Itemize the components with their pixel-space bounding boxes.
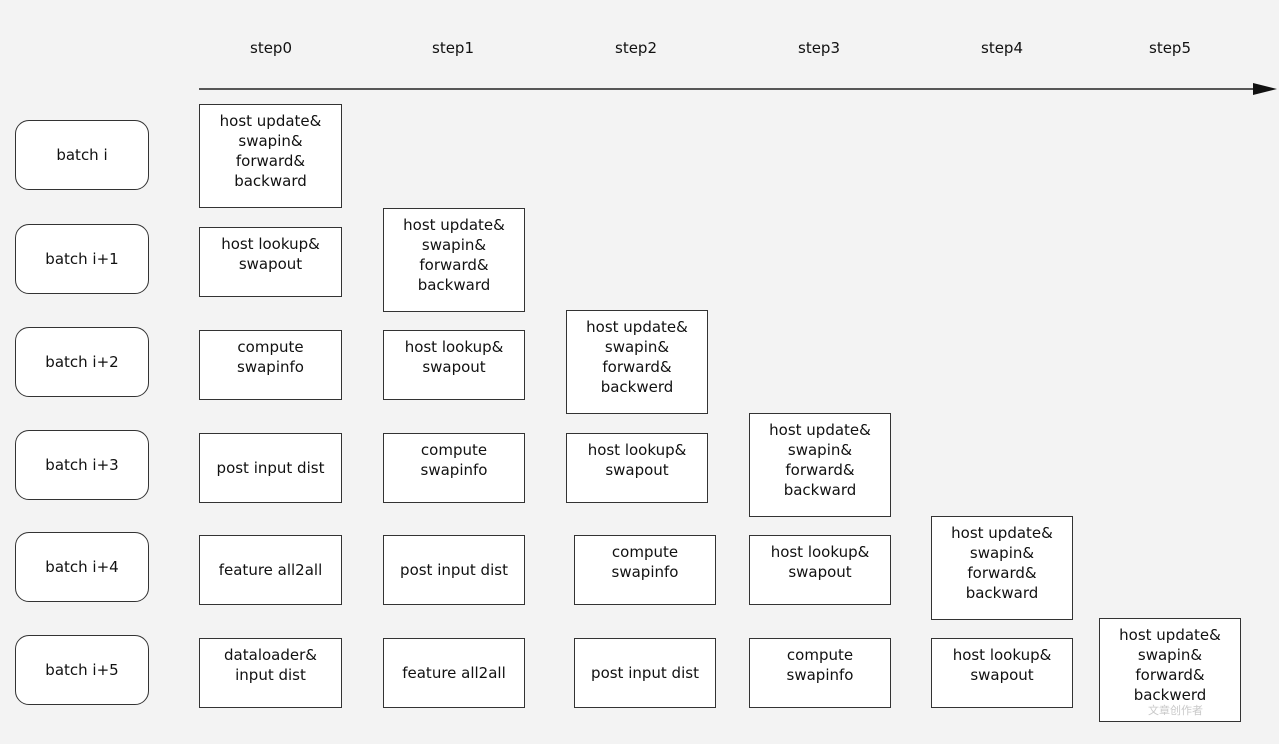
task-text: host lookup& swapout xyxy=(221,235,320,273)
step-label-5: step5 xyxy=(1149,39,1191,57)
task-box: feature all2all xyxy=(199,535,342,605)
task-box: host update& swapin& forward& backward xyxy=(931,516,1073,620)
task-text: host lookup& swapout xyxy=(587,441,687,479)
task-box: host update& swapin& forward& backward xyxy=(383,208,525,312)
task-text: feature all2all xyxy=(402,664,506,682)
task-text: dataloader& input dist xyxy=(224,646,317,684)
task-box: dataloader& input dist xyxy=(199,638,342,708)
task-text: post input dist xyxy=(216,459,325,477)
task-text: feature all2all xyxy=(218,561,323,579)
batch-label-5: batch i+5 xyxy=(15,635,149,705)
task-box: host update& swapin& forward& backward xyxy=(749,413,891,517)
step-label-0: step0 xyxy=(250,39,292,57)
task-text: post input dist xyxy=(400,561,508,579)
task-text: compute swapinfo xyxy=(420,441,488,479)
task-text: host update& swapin& forward& backward xyxy=(951,524,1053,602)
step-label-2: step2 xyxy=(615,39,657,57)
batch-label-4: batch i+4 xyxy=(15,532,149,602)
task-box: post input dist xyxy=(383,535,525,605)
task-box: compute swapinfo xyxy=(383,433,525,503)
task-text: compute swapinfo xyxy=(786,646,854,684)
batch-label-1: batch i+1 xyxy=(15,224,149,294)
task-text: host lookup& swapout xyxy=(404,338,504,376)
task-text: compute swapinfo xyxy=(237,338,304,376)
task-box: host lookup& swapout xyxy=(199,227,342,297)
task-box: compute swapinfo xyxy=(749,638,891,708)
task-text: host update& swapin& forward& backward xyxy=(403,216,505,294)
batch-label-2: batch i+2 xyxy=(15,327,149,397)
step-label-3: step3 xyxy=(798,39,840,57)
timeline-arrow-head xyxy=(1253,83,1277,95)
task-box: host lookup& swapout xyxy=(566,433,708,503)
task-text: host update& swapin& forward& backwerd xyxy=(1119,626,1221,704)
task-box: host update& swapin& forward& backwerd xyxy=(1099,618,1241,722)
step-label-4: step4 xyxy=(981,39,1023,57)
task-text: host update& swapin& forward& backwerd xyxy=(586,318,688,396)
watermark: 文章创作者 xyxy=(1148,704,1203,717)
task-text: post input dist xyxy=(591,664,699,682)
task-box: feature all2all xyxy=(383,638,525,708)
task-text: host update& swapin& forward& backward xyxy=(219,112,322,190)
task-box: post input dist xyxy=(574,638,716,708)
task-box: host lookup& swapout xyxy=(383,330,525,400)
task-box: host lookup& swapout xyxy=(749,535,891,605)
batch-label-0: batch i xyxy=(15,120,149,190)
task-text: host lookup& swapout xyxy=(952,646,1052,684)
task-box: host update& swapin& forward& backward xyxy=(199,104,342,208)
task-box: host update& swapin& forward& backwerd xyxy=(566,310,708,414)
batch-label-3: batch i+3 xyxy=(15,430,149,500)
task-text: host lookup& swapout xyxy=(770,543,870,581)
task-box: compute swapinfo xyxy=(199,330,342,400)
task-text: compute swapinfo xyxy=(611,543,679,581)
task-box: post input dist xyxy=(199,433,342,503)
task-box: compute swapinfo xyxy=(574,535,716,605)
task-box: host lookup& swapout xyxy=(931,638,1073,708)
task-text: host update& swapin& forward& backward xyxy=(769,421,871,499)
step-label-1: step1 xyxy=(432,39,474,57)
